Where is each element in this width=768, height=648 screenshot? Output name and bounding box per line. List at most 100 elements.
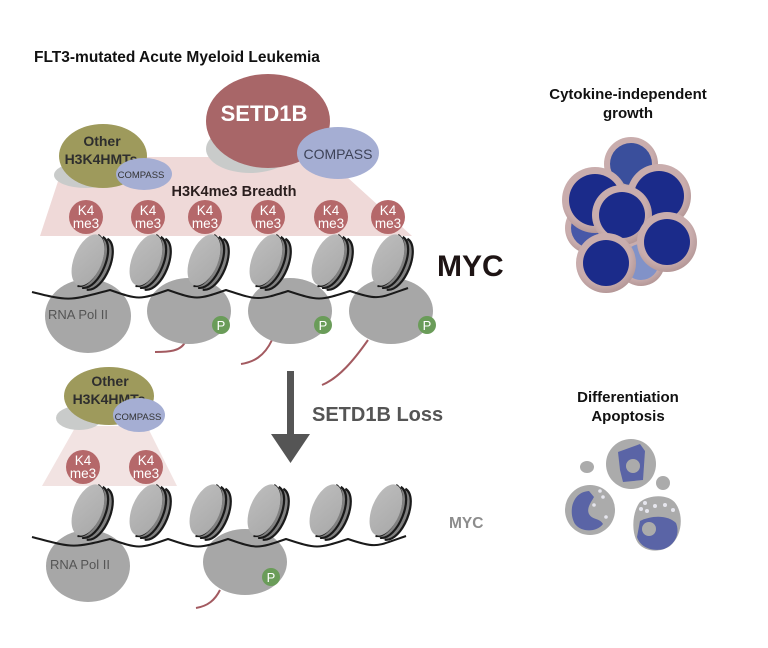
nucleosome — [247, 484, 290, 541]
k4me3-mark: K4me3 — [371, 200, 405, 234]
dna-wrap — [81, 485, 110, 539]
k4me3-mark-label-line2: me3 — [318, 216, 344, 231]
k4me3-mark: K4me3 — [188, 200, 222, 234]
dna-wrap — [259, 235, 288, 289]
nucleosome — [71, 484, 114, 541]
k4me3-mark-label-line1: K4 — [140, 203, 157, 218]
setd1b-label: SETD1B — [221, 101, 308, 126]
dna-layer-top — [31, 287, 409, 300]
down-arrow-icon — [271, 434, 310, 463]
other-compass-subunit — [116, 158, 172, 190]
histone-octamer-face — [129, 484, 163, 536]
k4me3-mark-circle — [129, 450, 163, 484]
granule — [645, 509, 649, 513]
granule — [601, 495, 605, 499]
k4me3-mark-label-line1: K4 — [197, 203, 214, 218]
dna-wrap — [262, 487, 290, 541]
other-hmts-label-line1: Other — [83, 133, 121, 149]
other-hmts-label-line2: H3K4HMTs — [65, 151, 138, 167]
phosphorylation-mark: P — [418, 316, 436, 334]
k4me3-mark-label-line2: me3 — [73, 216, 99, 231]
histone-octamer-face — [71, 234, 105, 286]
phospho-circle — [262, 568, 280, 586]
dna-wrap — [321, 235, 350, 289]
dna-wrap — [86, 237, 114, 291]
dna-wrap — [326, 237, 354, 291]
phospho-circle — [418, 316, 436, 334]
histone-octamer-face — [249, 234, 283, 286]
rna-pol-ii-body — [45, 279, 131, 353]
phosphorylation-mark: P — [262, 568, 280, 586]
apoptotic-body — [580, 461, 594, 473]
nucleosome — [189, 484, 232, 541]
phospho-label: P — [217, 318, 226, 333]
nucleolus — [642, 522, 656, 536]
granule — [604, 515, 608, 519]
k4me3-mark-label-line2: me3 — [192, 216, 218, 231]
phosphorylation-mark: P — [314, 316, 332, 334]
nucleosome — [129, 484, 172, 541]
histone-octamer-face — [309, 484, 343, 536]
phospho-label: P — [319, 318, 328, 333]
dna-wrap — [257, 485, 286, 539]
k4me3-mark-label-line1: K4 — [138, 453, 155, 468]
dna-wrap — [202, 237, 230, 291]
k4me3-mark-circle — [188, 200, 222, 234]
dna-wrap — [197, 235, 226, 289]
nucleosome — [71, 234, 114, 291]
histone-octamer-face — [71, 484, 105, 536]
dna-wrap — [386, 237, 414, 291]
k4me3-mark: K4me3 — [66, 450, 100, 484]
rna-pol-ii-body — [349, 278, 433, 344]
nascent-rna — [321, 339, 369, 386]
granule — [639, 507, 643, 511]
top-panel: SETD1B COMPASS Other H3K4HMTs COMPASS H3… — [31, 74, 707, 386]
setd1b-loss-transition: SETD1B Loss — [271, 371, 443, 463]
k4me3-mark-label-line1: K4 — [75, 453, 92, 468]
k4me3-mark-label-line2: me3 — [133, 466, 159, 481]
dna-layer-bottom — [31, 535, 407, 548]
differentiating-apoptotic-cells — [565, 439, 681, 551]
k4me3-mark-circle — [371, 200, 405, 234]
rna-pol-ii — [240, 278, 332, 365]
outcome-label-bottom-line2: Apoptosis — [591, 408, 664, 425]
nucleosome — [309, 484, 352, 541]
leukemic-cell — [637, 212, 697, 272]
k4me3-mark-label-line2: me3 — [70, 466, 96, 481]
dna-wrap — [204, 487, 232, 541]
k4me3-mark: K4me3 — [131, 200, 165, 234]
compass-label: COMPASS — [304, 146, 373, 162]
dna-wrap — [144, 487, 172, 541]
k4me3-mark-label-line2: me3 — [255, 216, 281, 231]
nucleosome — [129, 234, 172, 291]
myc-gene-label-bottom: MYC — [449, 515, 483, 532]
other-compass-label: COMPASS — [118, 170, 165, 181]
cell-nucleus — [599, 192, 645, 238]
nascent-rna — [195, 589, 221, 609]
k4me3-mark-circle — [66, 450, 100, 484]
granule — [663, 503, 667, 507]
nucleosomes-top — [71, 234, 414, 291]
pol2-label-bottom: RNA Pol II — [50, 557, 110, 572]
histone-octamer-face — [311, 234, 345, 286]
nucleolus — [626, 459, 640, 473]
dna-wrap — [319, 485, 348, 539]
nucleosome — [187, 234, 230, 291]
k4me3-mark-circle — [69, 200, 103, 234]
outcome-label-top-line1: Cytokine-independent — [549, 86, 707, 103]
other-hmts-complex-top: Other H3K4HMTs COMPASS — [54, 124, 172, 190]
dna-wrap — [384, 487, 412, 541]
other-hmts-complex-bottom: Other H3K4HMTs COMPASS — [56, 367, 165, 432]
dna-wrap — [199, 485, 228, 539]
pol2-label-top: RNA Pol II — [48, 307, 108, 322]
phospho-label: P — [423, 318, 432, 333]
rna-pol-ii-body — [46, 530, 130, 602]
other-compass-subunit — [113, 398, 165, 432]
k4me3-mark: K4me3 — [314, 200, 348, 234]
leukemic-cell — [592, 185, 652, 245]
k4me3-mark-circle — [131, 200, 165, 234]
